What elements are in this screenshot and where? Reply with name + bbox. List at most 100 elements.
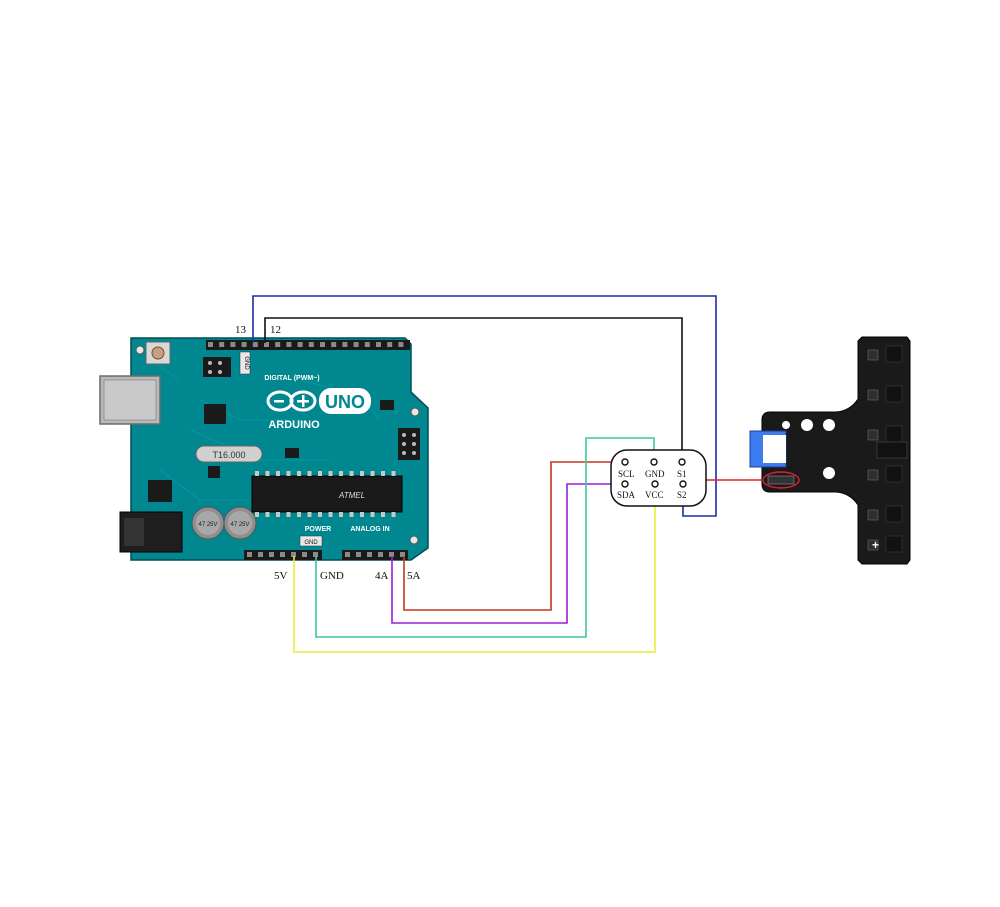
sensor-ic xyxy=(885,345,903,363)
arduino-logo: UNO ARDUINO xyxy=(266,388,371,431)
scl-pin xyxy=(621,458,629,466)
header-pin xyxy=(241,342,247,347)
digital-pin-row xyxy=(208,342,404,347)
gnd-marker-top-label: GND xyxy=(243,356,249,370)
wire-gnd-to-module-gnd xyxy=(315,437,655,638)
analog-header-strip xyxy=(342,550,408,560)
pin12-label: 12 xyxy=(270,324,281,336)
sensor-hole xyxy=(823,467,835,479)
header-pin xyxy=(398,342,404,347)
s1-label: S1 xyxy=(677,469,687,479)
icsp-header-right xyxy=(398,428,420,460)
five-v-label: 5V xyxy=(274,570,288,582)
header-pin xyxy=(208,342,213,347)
gnd-marker-bottom-label: GND xyxy=(304,540,318,546)
header-pin xyxy=(247,552,252,557)
wire-pin13-to-s2 xyxy=(252,295,717,517)
analog-header-label: ANALOG IN xyxy=(350,526,389,533)
header-pin xyxy=(378,552,383,557)
wire-a5-to-scl xyxy=(403,461,625,611)
header-pin xyxy=(280,552,285,557)
header-pin xyxy=(269,552,274,557)
s1-pin xyxy=(678,458,686,466)
sda-pin xyxy=(621,480,629,488)
capacitor-2-label: 47 25V xyxy=(230,522,249,528)
sensor-hole xyxy=(801,419,813,431)
uno-logo-text: UNO xyxy=(325,392,365,412)
header-pin xyxy=(331,342,337,347)
crystal-oscillator: T16.000 xyxy=(195,445,263,463)
digital-header-label: DIGITAL (PWM~) xyxy=(264,375,319,382)
sensor-mux-chip xyxy=(876,441,908,459)
header-pin xyxy=(313,552,318,557)
regulator-chip xyxy=(148,480,172,502)
ir-sensor xyxy=(867,469,879,481)
gnd-module-label: GND xyxy=(645,469,665,479)
header-pin xyxy=(376,342,381,347)
icsp-header-top xyxy=(203,357,231,377)
a4-label: 4A xyxy=(375,570,389,582)
pin-labels: 13 12 5V GND 4A 5A xyxy=(235,324,421,582)
header-pin xyxy=(302,552,307,557)
mount-hole xyxy=(410,407,420,417)
header-pin xyxy=(387,342,393,347)
ir-sensor xyxy=(867,389,879,401)
s2-label: S2 xyxy=(677,490,687,500)
a5-label: 5A xyxy=(407,570,421,582)
header-pin xyxy=(252,342,258,347)
sensor-ic xyxy=(885,425,903,443)
gnd-label: GND xyxy=(320,570,344,582)
header-pin xyxy=(291,552,296,557)
capacitor-1-label: 47 25V xyxy=(198,522,217,528)
header-pin xyxy=(364,342,370,347)
sensor-ic xyxy=(885,505,903,523)
arduino-uno-board: T16.000 47 25V 47 25V ATMEL xyxy=(99,337,429,561)
wire-5v-to-vcc xyxy=(293,484,656,653)
smd-chip xyxy=(208,466,220,478)
header-pin xyxy=(219,342,225,347)
wires xyxy=(252,295,766,653)
interface-module: SCL GND S1 SDA VCC S2 xyxy=(610,449,707,507)
smd-chip xyxy=(285,448,299,458)
header-pin xyxy=(320,342,325,347)
sensor-ic xyxy=(885,465,903,483)
scl-label: SCL xyxy=(618,469,635,479)
header-pin xyxy=(342,342,348,347)
crystal-label: T16.000 xyxy=(212,450,245,460)
capacitor-2: 47 25V xyxy=(223,506,257,540)
sensor-hole xyxy=(823,419,835,431)
arduino-brand-text: ARDUINO xyxy=(268,419,320,431)
header-pin xyxy=(345,552,350,557)
power-header-label: POWER xyxy=(305,526,331,533)
header-pin xyxy=(230,342,236,347)
mount-hole xyxy=(409,535,419,545)
gnd-pin xyxy=(650,458,658,466)
header-pin xyxy=(367,552,372,557)
wire-pin12-to-s1 xyxy=(264,317,683,462)
ir-sensor xyxy=(867,509,879,521)
header-pin xyxy=(264,342,269,347)
gnd-marker-top xyxy=(239,351,251,375)
atmega-chip: ATMEL xyxy=(251,471,403,517)
sensor-hole xyxy=(782,421,790,429)
mount-hole xyxy=(135,345,145,355)
sensor-connector xyxy=(762,471,800,489)
ir-sensor-chips xyxy=(867,345,908,553)
ir-sensor xyxy=(867,539,879,551)
header-pin xyxy=(400,552,405,557)
header-pin xyxy=(275,342,281,347)
power-pin-row xyxy=(247,552,318,557)
gnd-marker-bottom xyxy=(299,535,323,547)
header-pin xyxy=(258,552,263,557)
capacitor-1: 47 25V xyxy=(191,506,225,540)
atmega-chip-label: ATMEL xyxy=(338,491,365,500)
header-pin xyxy=(308,342,314,347)
usb-chip xyxy=(204,404,226,424)
sensor-plus-mark: + xyxy=(872,538,879,552)
sensor-ic xyxy=(885,385,903,403)
sensor-ic xyxy=(885,535,903,553)
analog-pin-row xyxy=(345,552,405,557)
vcc-pin xyxy=(651,480,659,488)
ir-sensor xyxy=(867,429,879,441)
